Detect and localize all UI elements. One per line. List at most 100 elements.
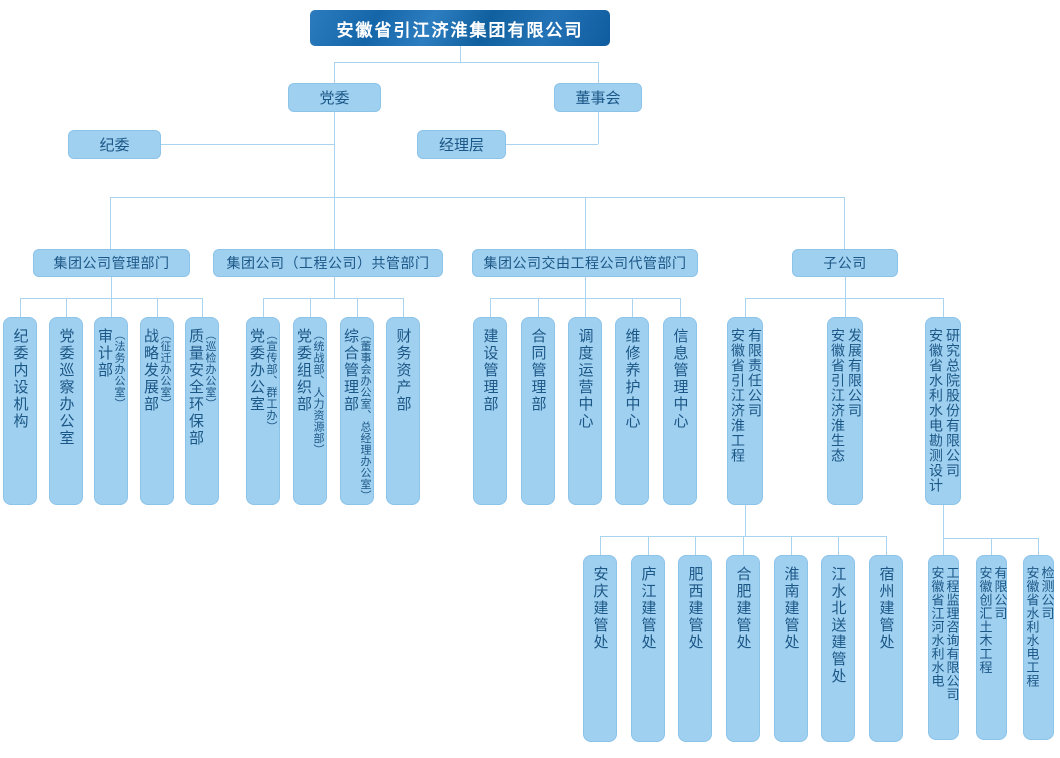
root-company-box: 安徽省引江济淮集团有限公司 [310, 10, 610, 46]
party-committee-box: 党委 [288, 83, 381, 112]
connector-line [745, 298, 746, 317]
dept-name: 党委巡察办公室 [57, 328, 76, 447]
office-box: 合肥建管处 [726, 555, 760, 742]
dept-box: 战略发展部 （征迁办公室） [140, 317, 174, 505]
dept-name: 质量安全环保部 [187, 328, 205, 447]
connector-line [334, 277, 335, 298]
group-header-delegated-depts: 集团公司交由工程公司代管部门 [472, 249, 698, 277]
connector-line [110, 197, 111, 249]
connector-line [598, 112, 599, 144]
connector-line [263, 298, 403, 299]
discipline-committee-box: 纪委 [68, 130, 161, 159]
connector-line [263, 298, 264, 317]
connector-line [161, 144, 334, 145]
dept-box: 党委办公室 （宣传部、群工办） [246, 317, 280, 505]
dept-box: 综合管理部 （董事会办公室、总经理办公室） [340, 317, 374, 505]
connector-line [600, 536, 601, 555]
dept-subname: （征迁办公室） [159, 329, 172, 410]
connector-line [490, 298, 491, 317]
dept-name: 战略发展部 [142, 328, 160, 413]
dept-name: 调度运营中心 [576, 328, 595, 430]
connector-line [202, 298, 203, 317]
office-box: 庐江建管处 [631, 555, 665, 742]
subsidiary-name: 安徽省引江济淮工程 有限责任公司 [729, 328, 762, 463]
office-name: 淮南建管处 [782, 566, 801, 651]
connector-line [745, 298, 943, 299]
company-name: 安徽省江河水利水电 工程监理咨询有限公司 [928, 566, 959, 701]
connector-line [844, 197, 845, 249]
dept-name: 建设管理部 [481, 328, 500, 413]
company-box: 安徽省江河水利水电 工程监理咨询有限公司 [928, 555, 959, 740]
connector-line [538, 298, 539, 317]
office-box: 安庆建管处 [583, 555, 617, 742]
dept-box: 信息管理中心 [663, 317, 697, 505]
connector-line [585, 298, 586, 317]
subsidiary-box: 安徽省水利水电勘测设计 研究总院股份有限公司 [925, 317, 961, 505]
connector-line [845, 298, 846, 317]
connector-line [110, 197, 844, 198]
subsidiary-name: 安徽省水利水电勘测设计 研究总院股份有限公司 [927, 328, 960, 493]
connector-line [585, 277, 586, 298]
office-name: 安庆建管处 [591, 566, 610, 651]
dept-name: 纪委内设机构 [11, 328, 30, 430]
subsidiary-box: 安徽省引江济淮生态 发展有限公司 [827, 317, 863, 505]
dept-box: 财务资产部 [386, 317, 420, 505]
connector-line [334, 62, 598, 63]
subsidiary-name: 安徽省引江济淮生态 发展有限公司 [829, 328, 862, 463]
connector-line [506, 144, 598, 145]
connector-line [943, 505, 944, 555]
dept-name: 审计部 [96, 328, 114, 379]
office-name: 江水北送建管处 [829, 566, 848, 685]
connector-line [943, 538, 1038, 539]
dept-box: 党委组织部 （统战部、人力资源部） [293, 317, 327, 505]
connector-line [791, 536, 792, 555]
subsidiary-box: 安徽省引江济淮工程 有限责任公司 [727, 317, 763, 505]
connector-line [157, 298, 158, 317]
company-box: 安徽省水利水电工程 检测公司 [1023, 555, 1054, 740]
connector-line [334, 62, 335, 83]
connector-line [403, 298, 404, 317]
dept-name: 信息管理中心 [671, 328, 690, 430]
company-box: 安徽创汇土木工程 有限公司 [976, 555, 1007, 740]
connector-line [111, 298, 112, 317]
office-name: 肥西建管处 [686, 566, 705, 651]
office-box: 宿州建管处 [869, 555, 903, 742]
dept-box: 合同管理部 [521, 317, 555, 505]
company-name: 安徽创汇土木工程 有限公司 [976, 566, 1007, 674]
connector-line [680, 298, 681, 317]
connector-line [745, 505, 746, 536]
connector-line [743, 536, 744, 555]
office-box: 江水北送建管处 [821, 555, 855, 742]
dept-name: 财务资产部 [394, 328, 413, 413]
dept-name: 党委组织部 [295, 328, 313, 413]
connector-line [334, 112, 335, 249]
office-box: 肥西建管处 [678, 555, 712, 742]
connector-line [20, 298, 21, 317]
dept-box: 纪委内设机构 [3, 317, 37, 505]
dept-box: 质量安全环保部 （巡检办公室） [185, 317, 219, 505]
connector-line [632, 298, 633, 317]
dept-subname: （巡检办公室） [204, 329, 217, 410]
management-layer-box: 经理层 [417, 130, 506, 159]
connector-line [1038, 538, 1039, 555]
connector-line [460, 46, 461, 62]
connector-line [838, 536, 839, 555]
office-name: 庐江建管处 [639, 566, 658, 651]
dept-subname: （统战部、人力资源部） [312, 329, 325, 456]
connector-line [648, 536, 649, 555]
connector-line [845, 277, 846, 298]
connector-line [943, 298, 944, 317]
company-name: 安徽省水利水电工程 检测公司 [1023, 566, 1054, 688]
connector-line [357, 298, 358, 317]
dept-box: 建设管理部 [473, 317, 507, 505]
connector-line [111, 277, 112, 298]
board-of-directors-box: 董事会 [554, 83, 642, 112]
dept-box: 审计部 （法务办公室） [94, 317, 128, 505]
dept-name: 合同管理部 [529, 328, 548, 413]
connector-line [695, 536, 696, 555]
dept-name: 维修养护中心 [623, 328, 642, 430]
dept-name: 党委办公室 [248, 328, 266, 413]
connector-line [598, 62, 599, 83]
connector-line [886, 536, 887, 555]
